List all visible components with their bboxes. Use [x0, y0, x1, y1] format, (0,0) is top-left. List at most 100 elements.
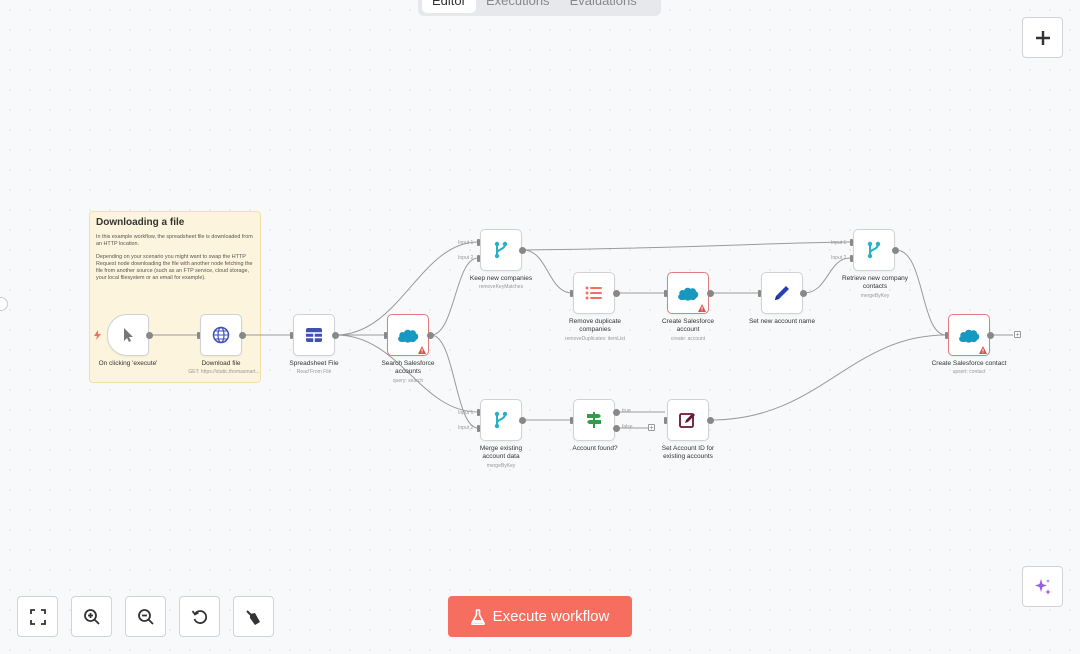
execute-workflow-button[interactable]: Execute workflow: [448, 596, 632, 637]
spreadsheet-node[interactable]: [293, 314, 335, 356]
set-id-out-port[interactable]: [707, 417, 714, 424]
set-name-label: Set new account name: [748, 318, 816, 325]
fit-view-icon: [29, 608, 46, 625]
list-icon: [585, 286, 602, 300]
salesforce-icon: [959, 329, 980, 343]
keep-new-companies-node[interactable]: [480, 229, 522, 271]
spreadsheet-out-port[interactable]: [332, 332, 339, 339]
trigger-out-port[interactable]: [146, 332, 153, 339]
sparkle-icon: [1034, 578, 1051, 595]
found-true-label: true: [622, 408, 631, 414]
add-node-button[interactable]: [1022, 17, 1063, 58]
conn-spreadsheet-merge: [335, 334, 479, 413]
retrieve-in2-port[interactable]: [850, 255, 853, 262]
merge-icon: [867, 241, 881, 259]
merge-in1-port[interactable]: [477, 409, 480, 416]
account-found-node[interactable]: [573, 399, 615, 441]
conn-spreadsheet-keep: [335, 241, 479, 336]
zoom-out-button[interactable]: [125, 596, 166, 637]
conn-keep-retrieve: [522, 241, 851, 251]
plus-icon: [1035, 30, 1050, 45]
keep-sub: removeKeyMatches: [478, 284, 524, 290]
keep-in1-port[interactable]: [477, 239, 480, 246]
retrieve-in1-port[interactable]: [850, 239, 853, 246]
merge-existing-node[interactable]: [480, 399, 522, 441]
found-label: Account found?: [572, 445, 618, 452]
reset-zoom-button[interactable]: [179, 596, 220, 637]
keep-in2-port[interactable]: [477, 255, 480, 262]
download-label: Download file: [201, 360, 241, 367]
found-true-port[interactable]: [613, 409, 620, 416]
conn-retrieve-contact: [895, 249, 947, 336]
set-id-in-port[interactable]: [664, 417, 667, 424]
view-tabs: Editor Executions Evaluations: [418, 0, 661, 16]
tab-evaluations[interactable]: Evaluations: [569, 0, 637, 8]
warning-icon: [418, 346, 426, 354]
download-out-port[interactable]: [239, 332, 246, 339]
download-in-port[interactable]: [197, 332, 200, 339]
tab-editor[interactable]: Editor: [422, 0, 476, 13]
trigger-node[interactable]: [107, 314, 149, 356]
warning-icon: [698, 304, 706, 312]
search-label: Search Salesforce accounts: [381, 360, 435, 375]
create-account-in-port[interactable]: [664, 290, 667, 297]
create-account-sub: create: account: [670, 336, 706, 342]
conn-search-merge: [430, 334, 479, 429]
flask-icon: [470, 608, 485, 625]
zoom-in-button[interactable]: [71, 596, 112, 637]
retrieve-contacts-node[interactable]: [853, 229, 895, 271]
undo-icon: [191, 609, 207, 624]
remove-duplicates-node[interactable]: [573, 272, 615, 314]
merge-icon: [494, 241, 508, 259]
merge-input2-label: Input 2: [458, 425, 474, 431]
remove-label: Remove duplicate companies: [568, 318, 622, 333]
found-false-port[interactable]: [613, 425, 620, 432]
found-in-port[interactable]: [570, 417, 573, 424]
trigger-label: On clicking 'execute': [98, 360, 158, 367]
execute-label: Execute workflow: [492, 608, 610, 625]
remove-out-port[interactable]: [613, 290, 620, 297]
fit-view-button[interactable]: [17, 596, 58, 637]
retrieve-input2-label: Input 2: [831, 255, 847, 261]
spreadsheet-in-port[interactable]: [290, 332, 293, 339]
search-sub: query: search: [392, 378, 424, 384]
create-account-out-port[interactable]: [707, 290, 714, 297]
set-account-name-node[interactable]: [761, 272, 803, 314]
merge-icon: [494, 411, 508, 429]
add-node-false-branch-button[interactable]: +: [648, 424, 655, 432]
lightning-icon: [94, 330, 101, 340]
create-contact-sub: upsert: contact: [952, 369, 986, 375]
conn-keep-remove: [522, 249, 573, 294]
tidy-up-button[interactable]: [233, 596, 274, 637]
download-sub: GET: https://static.thomasmart...: [188, 369, 260, 375]
search-salesforce-node[interactable]: [387, 314, 429, 356]
cursor-icon: [124, 328, 133, 342]
remove-in-port[interactable]: [570, 290, 573, 297]
search-in-port[interactable]: [384, 332, 387, 339]
sticky-text-1: In this example workflow, the spreadshee…: [96, 234, 253, 247]
signpost-icon: [587, 412, 601, 428]
merge-in2-port[interactable]: [477, 425, 480, 432]
download-file-node[interactable]: [200, 314, 242, 356]
create-contact-out-port[interactable]: [987, 332, 994, 339]
ai-assistant-button[interactable]: [1022, 566, 1063, 607]
table-icon: [306, 328, 322, 342]
merge-out-port[interactable]: [519, 417, 526, 424]
keep-input2-label: Input 2: [458, 255, 474, 261]
search-out-port[interactable]: [427, 332, 434, 339]
conn-setname-retrieve: [803, 257, 851, 294]
merge-label: Merge existing account data: [479, 445, 523, 460]
retrieve-out-port[interactable]: [892, 247, 899, 254]
add-node-after-contact-button[interactable]: +: [1014, 331, 1021, 339]
create-contact-in-port[interactable]: [945, 332, 948, 339]
set-name-out-port[interactable]: [800, 290, 807, 297]
retrieve-sub: mergeByKey: [860, 293, 890, 299]
broom-icon: [245, 609, 260, 625]
set-name-in-port[interactable]: [758, 290, 761, 297]
set-account-id-node[interactable]: [667, 399, 709, 441]
keep-out-port[interactable]: [519, 247, 526, 254]
create-account-node[interactable]: [667, 272, 709, 314]
tab-executions[interactable]: Executions: [485, 0, 550, 8]
create-contact-node[interactable]: [948, 314, 990, 356]
